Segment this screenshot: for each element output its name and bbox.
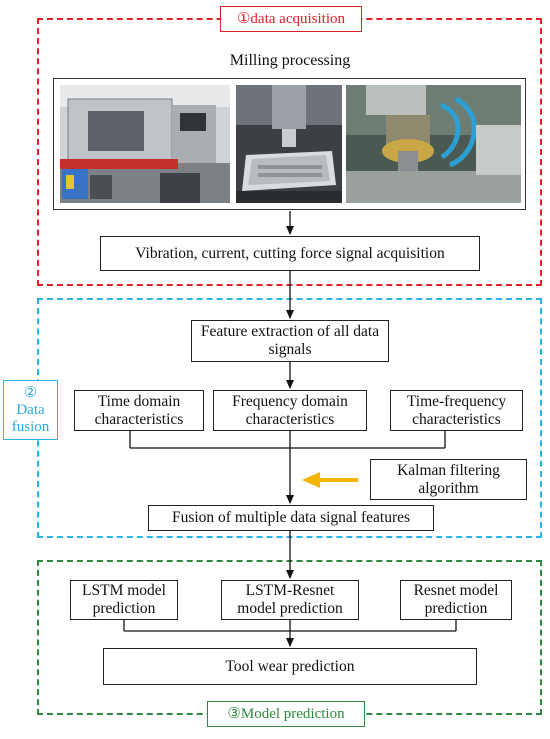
kalman-arrow [302,472,358,488]
section-text: Data fusion [11,401,50,435]
tool-wear-prediction-box: Tool wear prediction [103,648,477,685]
section-label-data-fusion: ② Data fusion [3,380,58,440]
kalman-filtering-box: Kalman filtering algorithm [370,459,527,500]
milling-processing-title: Milling processing [229,52,351,69]
section-label-data-acquisition: ①data acquisition [220,6,362,32]
signal-acquisition-box: Vibration, current, cutting force signal… [100,236,480,271]
resnet-prediction-box: Resnet model prediction [400,580,512,620]
lstm-prediction-box: LSTM model prediction [70,580,178,620]
section-number: ② [23,384,38,401]
spindle-workpiece-photo [236,85,342,203]
feature-extraction-box: Feature extraction of all data signals [191,320,389,362]
frequency-domain-box: Frequency domain characteristics [213,390,367,431]
lstm-resnet-prediction-box: LSTM-Resnet model prediction [221,580,359,620]
photo-panel [53,78,526,210]
time-domain-box: Time domain characteristics [74,390,204,431]
section-label-model-prediction: ③Model prediction [207,701,365,727]
cutting-tool-coolant-photo [346,85,521,203]
time-frequency-box: Time-frequency characteristics [390,390,523,431]
milling-machine-photo [60,85,230,203]
fusion-features-box: Fusion of multiple data signal features [148,505,434,531]
